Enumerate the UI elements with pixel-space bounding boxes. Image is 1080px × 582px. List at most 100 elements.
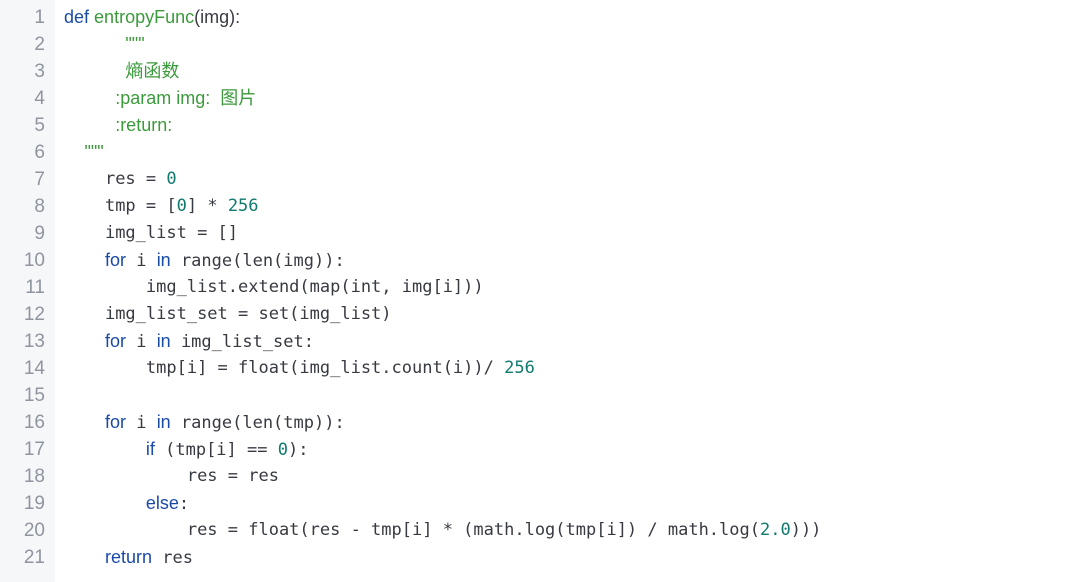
docstring-token: """ [84, 142, 104, 162]
code-area[interactable]: def entropyFunc(img): """ 熵函数 :param img… [55, 0, 1080, 582]
line-number: 6 [34, 142, 45, 163]
docstring-token: :return: [115, 115, 173, 135]
line-number: 2 [34, 34, 45, 55]
code-line-3: 熵函数 [64, 58, 1080, 85]
code-token: (img): [194, 7, 241, 27]
line-number: 19 [23, 493, 45, 514]
number-token: 256 [227, 196, 259, 216]
code-token: res = res [186, 466, 279, 486]
code-line-16: for i in range(len(tmp)): [64, 409, 1080, 436]
code-line-13: for i in img_list_set: [64, 328, 1080, 355]
code-token: (tmp[i] == [154, 440, 278, 460]
indent [64, 62, 125, 82]
docstring-token: 熵函数 [125, 61, 180, 81]
code-line-6: """ [64, 139, 1080, 166]
line-number: 20 [23, 520, 45, 541]
code-token: res = [104, 169, 167, 189]
code-token: img_list_set: [170, 332, 314, 352]
code-token: img_list_set = set(img_list) [104, 304, 392, 324]
docstring-token: :param img: 图片 [115, 88, 257, 108]
keyword-token: def [64, 7, 90, 27]
indent [64, 223, 105, 243]
code-line-2: """ [64, 31, 1080, 58]
keyword-token: in [156, 331, 171, 351]
indent [64, 143, 84, 163]
code-line-7: res = 0 [64, 166, 1080, 193]
indent [64, 277, 146, 297]
indent [64, 89, 115, 109]
indent [64, 35, 125, 55]
code-token: i [125, 413, 157, 433]
indent [64, 358, 146, 378]
line-number: 10 [23, 250, 45, 271]
code-token: range(len(tmp)): [170, 413, 345, 433]
code-line-14: tmp[i] = float(img_list.count(i))/ 256 [64, 355, 1080, 382]
code-token: : [178, 494, 190, 514]
line-number: 3 [34, 61, 45, 82]
function-name-token: entropyFunc [94, 7, 195, 27]
line-number: 4 [34, 88, 45, 109]
indent [64, 548, 105, 568]
keyword-token: in [156, 250, 171, 270]
code-token: tmp = [ [104, 196, 177, 216]
indent [64, 169, 105, 189]
line-number: 7 [34, 169, 45, 190]
indent [64, 466, 187, 486]
code-token: range(len(img)): [170, 251, 345, 271]
line-number: 13 [23, 331, 45, 352]
code-line-20: res = float(res - tmp[i] * (math.log(tmp… [64, 517, 1080, 544]
indent [64, 304, 105, 324]
keyword-token: return [104, 547, 152, 567]
keyword-token: else [145, 493, 179, 513]
indent [64, 413, 105, 433]
code-line-5: :return: [64, 112, 1080, 139]
code-line-11: img_list.extend(map(int, img[i])) [64, 274, 1080, 301]
code-line-15 [64, 382, 1080, 409]
keyword-token: if [145, 439, 155, 459]
line-number: 11 [25, 277, 45, 298]
keyword-token: in [156, 412, 171, 432]
code-line-4: :param img: 图片 [64, 85, 1080, 112]
code-line-1: def entropyFunc(img): [64, 4, 1080, 31]
docstring-token: """ [125, 34, 145, 54]
code-token: img_list.extend(map(int, img[i])) [145, 277, 484, 297]
number-token: 2.0 [759, 520, 791, 540]
code-token: res = float(res - tmp[i] * (math.log(tmp… [186, 520, 760, 540]
indent [64, 196, 105, 216]
line-number: 1 [34, 7, 45, 28]
number-token: 256 [504, 358, 535, 378]
code-line-21: return res [64, 544, 1080, 571]
code-token: ): [287, 440, 309, 460]
line-number: 5 [34, 115, 45, 136]
indent [64, 332, 105, 352]
number-token: 0 [277, 440, 288, 460]
line-number: 14 [23, 358, 45, 379]
code-line-9: img_list = [] [64, 220, 1080, 247]
indent [64, 116, 115, 136]
code-token: tmp[i] = float(img_list.count(i))/ [145, 358, 505, 378]
code-token: i [125, 332, 157, 352]
indent [64, 440, 146, 460]
indent [64, 520, 187, 540]
keyword-token: for [104, 250, 126, 270]
line-number: 21 [23, 547, 45, 568]
indent [64, 251, 105, 271]
code-line-19: else: [64, 490, 1080, 517]
line-number: 9 [34, 223, 45, 244]
indent [64, 494, 146, 514]
code-line-12: img_list_set = set(img_list) [64, 301, 1080, 328]
code-line-17: if (tmp[i] == 0): [64, 436, 1080, 463]
code-token: ))) [790, 520, 822, 540]
code-line-18: res = res [64, 463, 1080, 490]
code-token: ] * [186, 196, 228, 216]
line-number: 18 [23, 466, 45, 487]
line-number: 16 [23, 412, 45, 433]
code-line-8: tmp = [0] * 256 [64, 193, 1080, 220]
code-token: res [151, 548, 193, 568]
number-token: 0 [176, 196, 187, 216]
number-token: 0 [166, 169, 177, 189]
line-number: 8 [34, 196, 45, 217]
line-number: 17 [23, 439, 45, 460]
keyword-token: for [104, 331, 126, 351]
